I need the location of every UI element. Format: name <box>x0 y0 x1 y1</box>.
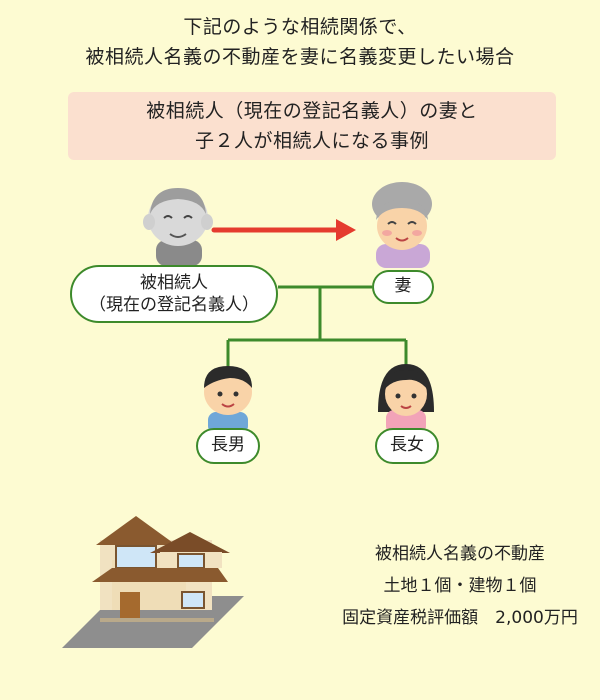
girl-icon <box>378 364 434 434</box>
transfer-arrow-icon <box>211 219 356 241</box>
title-line-2: 被相続人名義の不動産を妻に名義変更したい場合 <box>85 46 515 68</box>
grandfather-icon <box>143 188 213 266</box>
title-line-1: 下記のような相続関係で、 <box>183 16 417 38</box>
deceased-label-line-1: 被相続人 <box>140 273 208 293</box>
eldest-daughter-node: 長女 <box>375 428 439 464</box>
tree-connectors <box>226 285 408 368</box>
case-line-2: 子２人が相続人になる事例 <box>194 130 429 152</box>
property-count-label: 土地１個・建物１個 <box>383 576 537 596</box>
grandmother-icon <box>372 182 432 268</box>
deceased-node: 被相続人 （現在の登記名義人） <box>70 265 278 323</box>
property-valuation-label: 固定資産税評価額 2,000万円 <box>342 608 578 628</box>
eldest-son-node: 長男 <box>196 428 260 464</box>
wife-node: 妻 <box>372 270 434 304</box>
boy-icon <box>204 366 252 434</box>
case-highlight-box <box>68 92 556 160</box>
property-owner-label: 被相続人名義の不動産 <box>375 544 545 564</box>
case-line-1: 被相続人（現在の登記名義人）の妻と <box>146 100 478 122</box>
deceased-label-line-2: （現在の登記名義人） <box>89 295 259 315</box>
house-icon <box>62 516 244 648</box>
